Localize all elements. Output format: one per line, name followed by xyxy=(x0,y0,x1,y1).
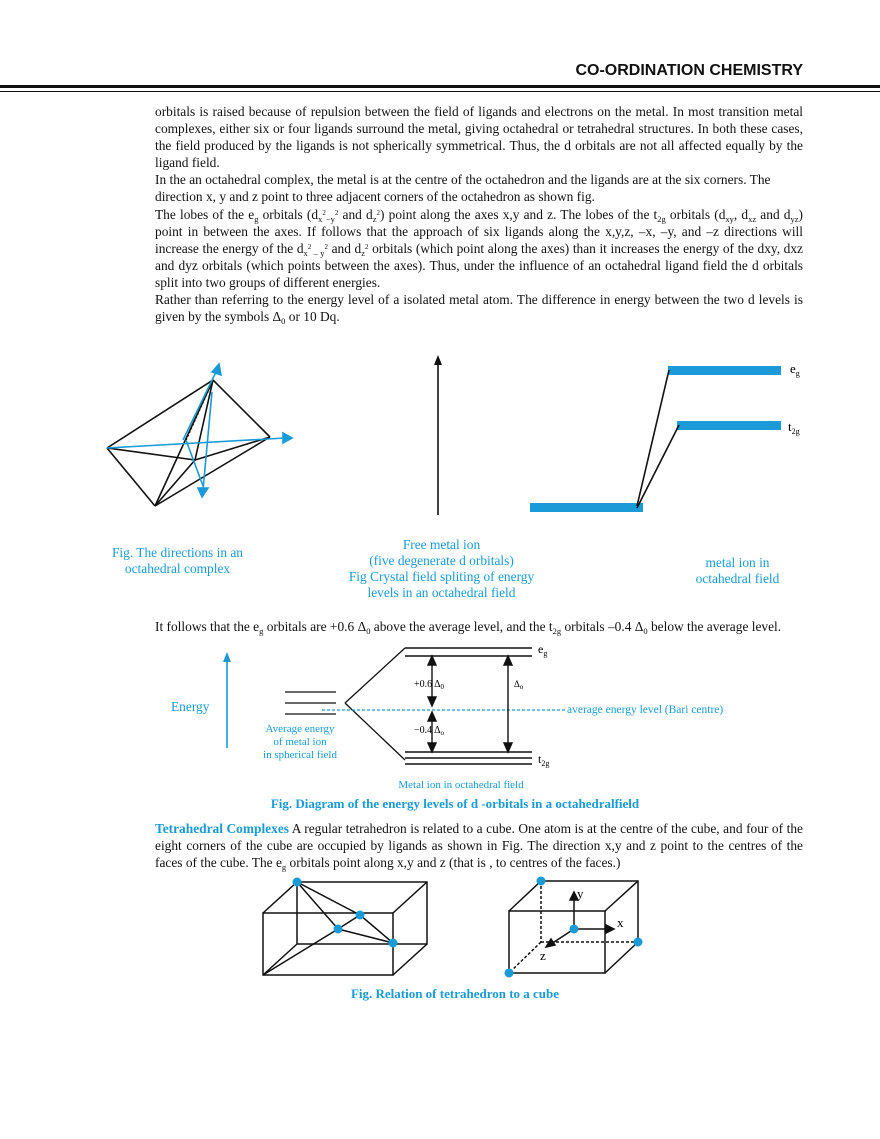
figure-octahedral-splitting: eg t2g xyxy=(106,355,800,515)
central-atom xyxy=(333,924,343,934)
header-rule-thin xyxy=(0,91,880,92)
paragraph-4: Rather than referring to the energy leve… xyxy=(155,292,803,327)
figure-caption-tetrahedron: Fig. Relation of tetrahedron to a cube xyxy=(350,986,560,1001)
caption-octahedral-directions: Fig. The directions in an octahedral com… xyxy=(95,545,260,577)
axis-arrows xyxy=(106,362,294,499)
tetrahedral-heading: Tetrahedral Complexes xyxy=(155,821,289,836)
figure-energy-levels: Energy Average energy of metal ion in sp… xyxy=(171,642,723,791)
caption-line: levels in an octahedral field xyxy=(367,585,516,600)
central-atom xyxy=(569,924,579,934)
octahedral-field-label: Metal ion in octahedral field xyxy=(398,779,524,791)
avg-energy-label-2: of metal ion xyxy=(273,736,327,748)
paragraph-1: orbitals is raised because of repulsion … xyxy=(155,104,803,171)
ligand-atom xyxy=(633,937,643,947)
running-header: CO-ORDINATION CHEMISTRY xyxy=(575,62,803,79)
eg-level-label: eg xyxy=(790,361,800,378)
delta-label: Δo xyxy=(514,679,524,691)
caption-line: (five degenerate d orbitals) xyxy=(369,553,514,568)
ligand-atom xyxy=(292,877,302,887)
delta-arrows xyxy=(426,654,514,754)
energy-label: Energy xyxy=(171,699,210,714)
figure-caption-energy-levels: Fig. Diagram of the energy levels of d -… xyxy=(270,796,640,811)
avg-energy-label-3: in spherical field xyxy=(263,749,337,761)
ligand-atom xyxy=(388,938,398,948)
ligand-atom xyxy=(536,876,546,886)
degenerate-levels xyxy=(285,691,336,715)
right-cube xyxy=(508,880,639,974)
ligand-atom xyxy=(504,968,514,978)
eg-levels xyxy=(405,647,532,657)
splitting-levels: eg t2g xyxy=(530,361,800,512)
average-level-label: average energy level (Bari centre) xyxy=(567,704,723,716)
paragraph-5: It follows that the eg orbitals are +0.6… xyxy=(155,619,782,636)
x-axis-label: x xyxy=(617,915,624,930)
minus-0-4-label: −0.4 Δo xyxy=(414,725,445,737)
z-axis-label: z xyxy=(540,948,546,963)
caption-line: Free metal ion xyxy=(402,537,481,552)
eg-label: eg xyxy=(538,642,547,658)
caption-line: Fig Crystal field spliting of energy xyxy=(348,569,535,584)
right-cube-atoms xyxy=(504,876,643,978)
paragraph-tetrahedral: Tetrahedral Complexes A regular tetrahed… xyxy=(155,821,803,873)
ligand-atom xyxy=(355,910,365,920)
avg-energy-label-1: Average energy xyxy=(266,723,335,735)
caption-line: metal ion in xyxy=(705,555,770,570)
caption-line: octahedral field xyxy=(695,571,780,586)
caption-line: octahedral complex xyxy=(124,561,231,576)
paragraph-2: In the an octahedral complex, the metal … xyxy=(155,172,771,205)
t2g-label: t2g xyxy=(538,752,549,768)
energy-arrow-vertical xyxy=(434,355,442,515)
header-rule-thick xyxy=(0,85,880,88)
caption-free-metal-ion: Free metal ion (five degenerate d orbita… xyxy=(320,537,563,601)
left-cube xyxy=(262,881,428,976)
left-cube-atoms xyxy=(292,877,398,948)
caption-metal-ion-octahedral: metal ion in octahedral field xyxy=(680,555,795,587)
plus-0-6-label: +0.6 Δ0 xyxy=(414,679,445,691)
paragraph-3: The lobes of the eg orbitals (dx2−y2 and… xyxy=(155,206,804,290)
figure-tetrahedron-cube: y x z xyxy=(262,876,643,978)
t2g-levels xyxy=(405,751,532,765)
splitting-connectors xyxy=(344,647,406,761)
y-axis-label: y xyxy=(577,886,584,901)
right-cube-axes xyxy=(544,890,616,949)
caption-line: Fig. The directions in an xyxy=(111,545,244,560)
t2g-level-label: t2g xyxy=(788,419,800,436)
body-paragraphs-top: orbitals is raised because of repulsion … xyxy=(155,103,803,325)
energy-axis-arrow xyxy=(223,652,231,748)
